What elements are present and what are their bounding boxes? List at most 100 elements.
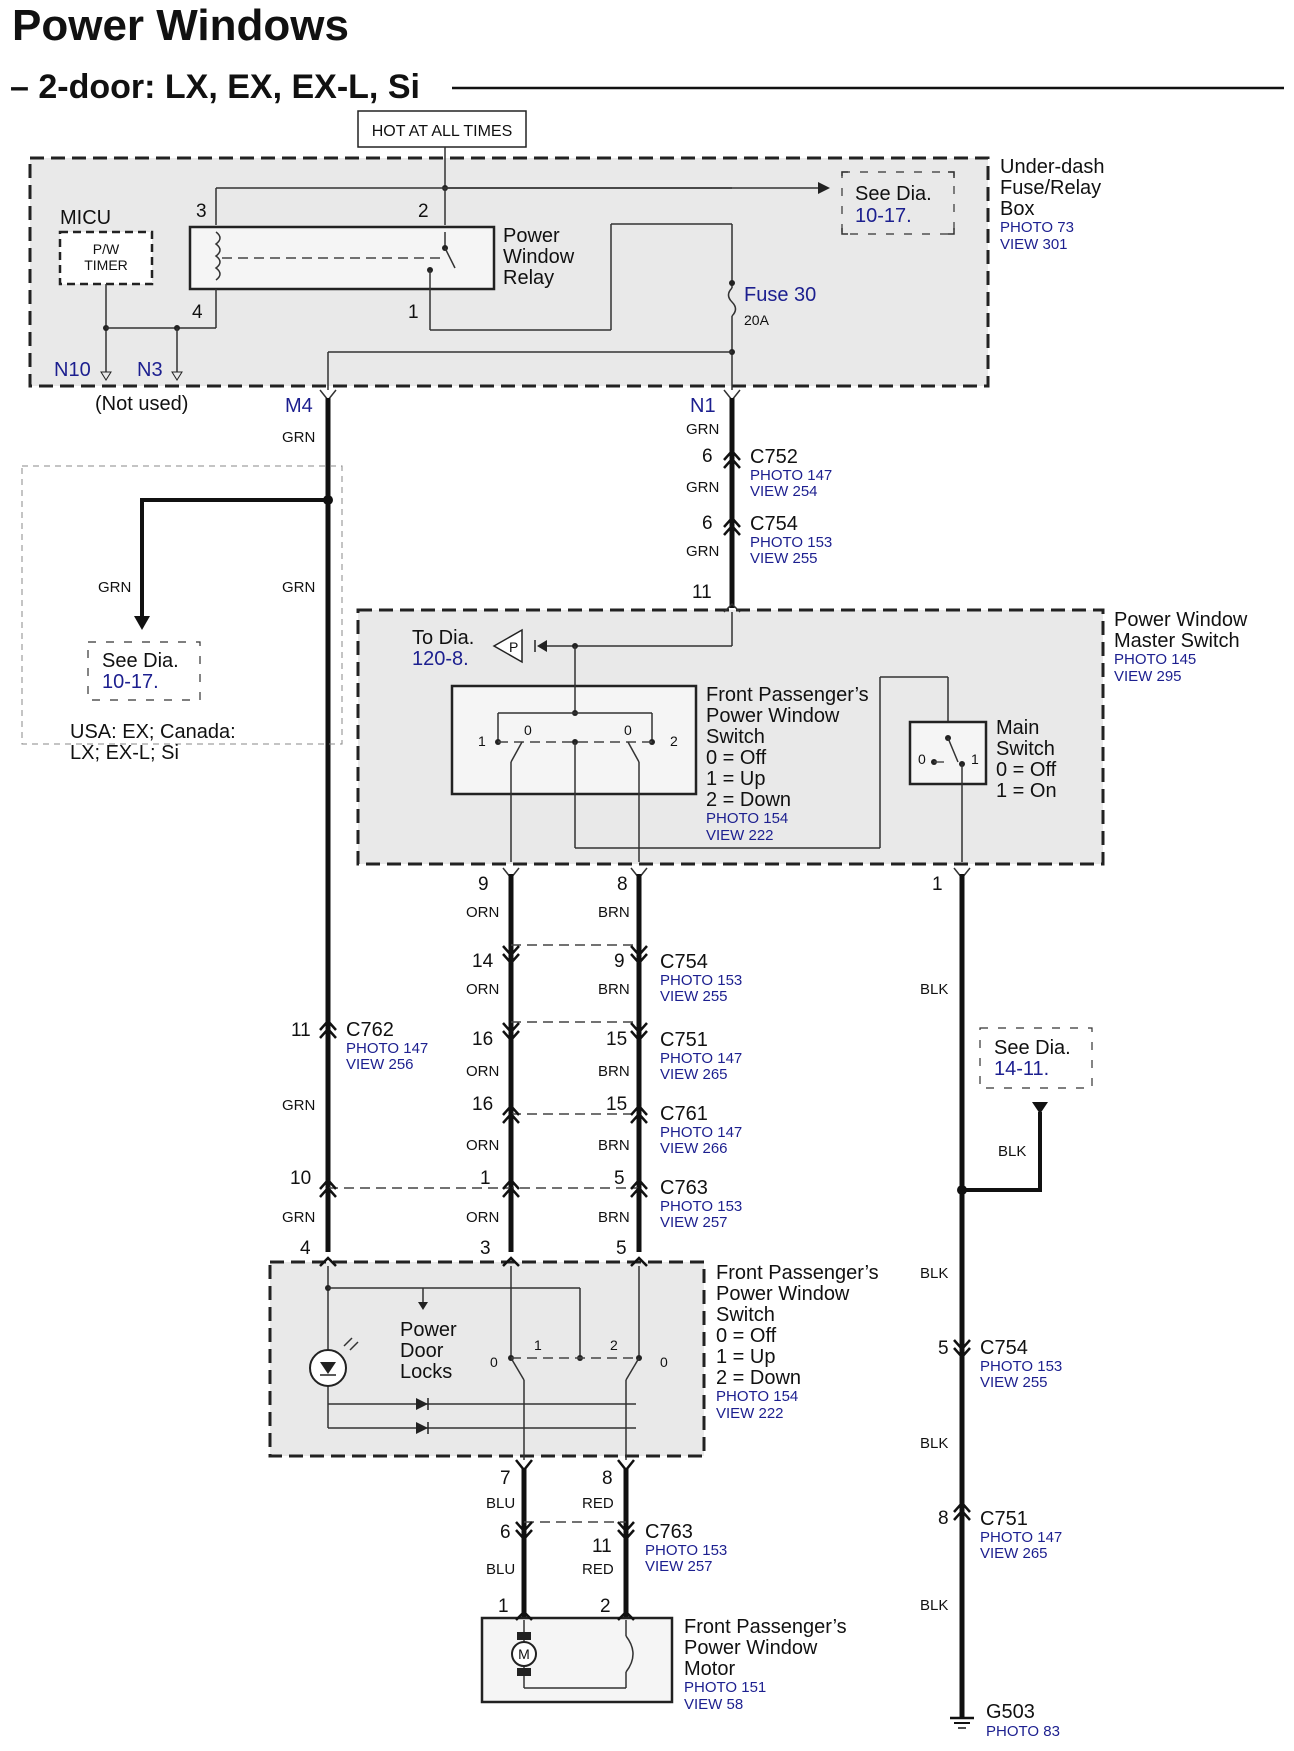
pin-door-8: 8 [602,1468,613,1489]
underdash-name-3: Box [1000,198,1034,220]
pin-c754-14: 14 [472,951,494,972]
pin-motor-2: 2 [600,1596,611,1617]
c751-view-2: VIEW 265 [980,1545,1048,1562]
door-fp-view: VIEW 222 [716,1405,784,1422]
door-pos-0a: 0 [490,1354,498,1370]
motor-photo: PHOTO 151 [684,1679,766,1696]
pin-door-7: 7 [500,1468,511,1489]
pin-c762-11: 11 [291,1020,311,1041]
pin-c751-8: 8 [938,1508,949,1529]
c762-photo: PHOTO 147 [346,1040,428,1057]
master-fp-name-3: Switch [706,726,765,748]
wire-blk-2: BLK [998,1143,1026,1160]
terminal-n10: N10 [54,359,91,381]
wire-brn-2: BRN [598,981,630,998]
master-fp-state-2: 2 = Down [706,789,791,811]
terminal-m4: M4 [285,395,313,417]
wire-red-2: RED [582,1561,614,1578]
to-dia-ref: 120-8. [412,648,469,670]
c763-name-1: C763 [660,1177,708,1199]
fuse-rating: 20A [744,312,770,328]
c763-view-1: VIEW 257 [660,1214,728,1231]
see-dia-1411-line2: 14-11. [994,1058,1049,1080]
wire-grn-1: GRN [282,429,315,446]
door-pos-1: 1 [534,1337,542,1353]
pin-master-11: 11 [692,582,712,603]
relay-name-3: Relay [503,267,554,289]
c754-photo-2: PHOTO 153 [660,972,742,989]
wire-orn-4: ORN [466,1137,499,1154]
relay-pin-3: 3 [196,201,207,222]
pin-c751-15: 15 [606,1029,627,1050]
wire-grn-8: GRN [282,1209,315,1226]
wire-grn-3: GRN [282,579,315,596]
master-fp-name-1: Front Passenger’s [706,684,869,706]
see-dia-1411-line1: See Dia. [994,1037,1071,1059]
pin-door-5: 5 [616,1238,627,1259]
door-fp-state-0: 0 = Off [716,1325,777,1347]
main-switch-box [908,720,988,786]
main-name-1: Main [996,717,1039,739]
pin-master-1: 1 [932,874,943,895]
relay-pin-4: 4 [192,302,203,323]
c761-photo: PHOTO 147 [660,1124,742,1141]
master-name-2: Master Switch [1114,630,1240,652]
c761-name: C761 [660,1103,708,1125]
master-fp-state-1: 1 = Up [706,768,765,790]
hot-label: HOT AT ALL TIMES [372,123,513,140]
c754-name-3: C754 [980,1337,1028,1359]
c754-name-1: C754 [750,513,798,535]
page-title: Power Windows [12,1,349,50]
underdash-view: VIEW 301 [1000,236,1068,253]
c754-name-2: C754 [660,951,708,973]
pin-c754-5: 5 [938,1338,949,1359]
motor-name-1: Front Passenger’s [684,1616,847,1638]
c763-photo-1: PHOTO 153 [660,1198,742,1215]
wire-grn-6: GRN [686,543,719,560]
door-locks-1: Power [400,1319,457,1341]
wire-blk-1: BLK [920,981,948,998]
p-diode-symbol [492,628,523,664]
c751-view-1: VIEW 265 [660,1066,728,1083]
hot-at-all-times-box [357,110,527,148]
pin-c751-16: 16 [472,1029,493,1050]
c751-name-2: C751 [980,1508,1028,1530]
main-pos-0: 0 [918,751,926,767]
door-fp-state-1: 1 = Up [716,1346,775,1368]
pin-c761-15: 15 [606,1094,627,1115]
main-state-0: 0 = Off [996,759,1057,781]
master-fp-name-2: Power Window [706,705,840,727]
c752-photo: PHOTO 147 [750,467,832,484]
p-label: P [509,639,518,655]
pin-c763-6: 6 [500,1522,511,1543]
pin-c763-10: 10 [290,1168,311,1189]
variant-note-1: USA: EX; Canada: [70,721,236,743]
pin-c763-5: 5 [614,1168,625,1189]
door-fp-photo: PHOTO 154 [716,1388,798,1405]
relay-pin-1: 1 [408,302,419,323]
relay-name-1: Power [503,225,560,247]
page-subtitle: – 2-door: LX, EX, EX-L, Si [10,68,420,106]
wire-orn-1: ORN [466,904,499,921]
master-fp-state-0: 0 = Off [706,747,767,769]
master-fp-view: VIEW 222 [706,827,774,844]
wire-blk-5: BLK [920,1597,948,1614]
pin-master-8: 8 [617,874,628,895]
door-pos-0b: 0 [660,1354,668,1370]
underdash-name-1: Under-dash [1000,156,1105,178]
underdash-photo: PHOTO 73 [1000,219,1074,236]
wire-brn-4: BRN [598,1137,630,1154]
wire-grn-4: GRN [686,421,719,438]
wire-grn-7: GRN [282,1097,315,1114]
c754-photo-3: PHOTO 153 [980,1358,1062,1375]
master-fp-pos-0a: 0 [524,722,532,738]
see-dia-left-line2: 10-17. [102,671,159,693]
c751-name-1: C751 [660,1029,708,1051]
master-name-1: Power Window [1114,609,1248,631]
master-fp-photo: PHOTO 154 [706,810,788,827]
wire-grn-5: GRN [686,479,719,496]
relay-name-2: Window [503,246,575,268]
wire-orn-2: ORN [466,981,499,998]
door-locks-2: Door [400,1340,444,1362]
